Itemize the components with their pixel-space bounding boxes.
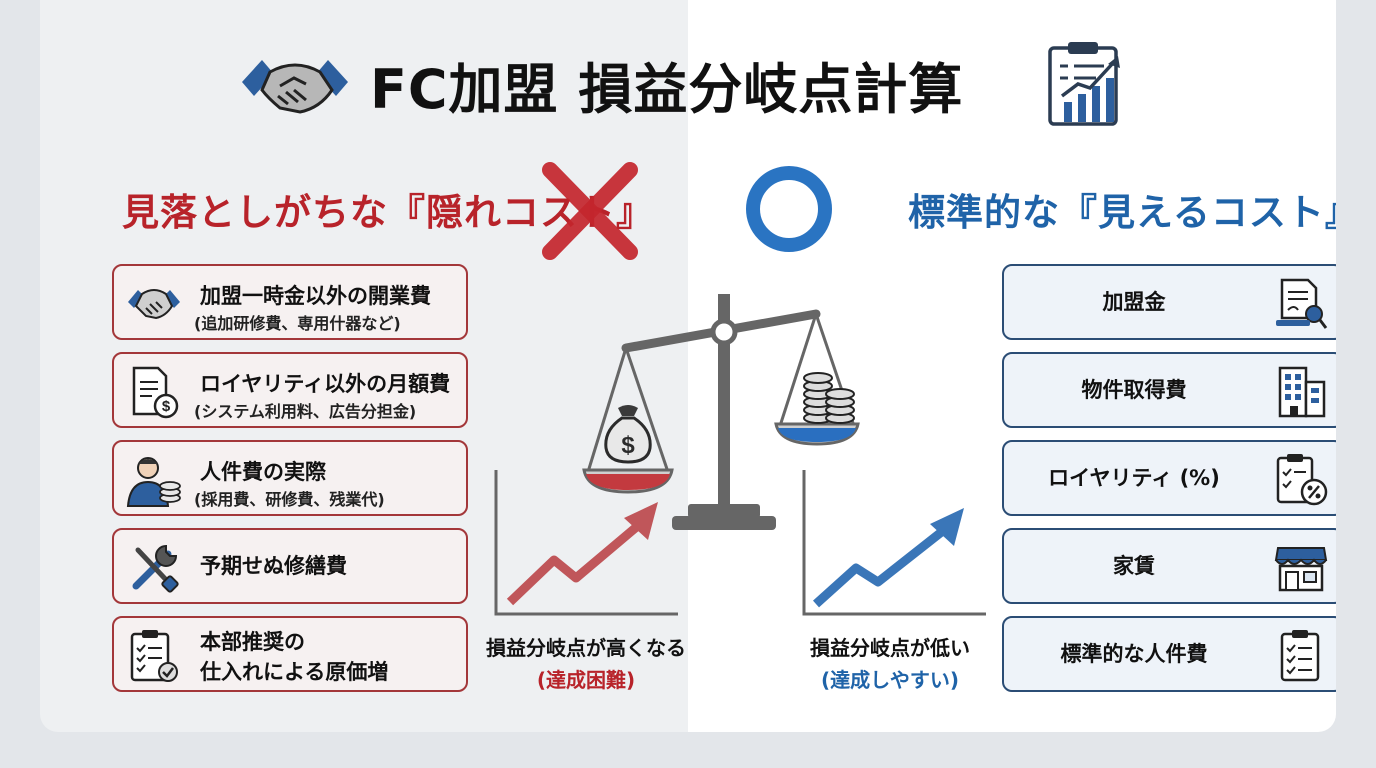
percent-clipboard-icon [1276, 454, 1328, 506]
handshake-icon [128, 289, 180, 320]
balance-scale-icon [582, 294, 860, 530]
document-dollar-icon: $ [132, 366, 179, 419]
low-breakeven-graph [802, 470, 986, 616]
item-title-second-line: 仕入れによる原価増 [200, 660, 389, 684]
visible-cost-item-standard-staff: 標準的な人件費 [1002, 616, 1336, 692]
building-icon [1278, 366, 1326, 418]
checklist-icon [1280, 630, 1320, 682]
visible-cost-item-franchise-fee: 加盟金 [1002, 264, 1336, 340]
high-breakeven-note: (達成困難) [536, 668, 636, 692]
checklist-icon [130, 630, 178, 682]
shop-icon [1274, 547, 1328, 592]
cross-mark-icon [542, 162, 638, 260]
item-label: 物件取得費 [1081, 378, 1187, 402]
visible-cost-item-rent: 家賃 [1002, 528, 1336, 604]
tools-icon [132, 544, 179, 593]
hidden-cost-item-monthly: $ ロイヤリティ以外の月額費 (システム利用料、広告分担金) [112, 352, 468, 428]
low-breakeven-note: (達成しやすい) [820, 668, 960, 692]
contract-icon [1276, 278, 1328, 329]
clipboard-chart-icon [1048, 42, 1120, 126]
hidden-cost-item-purchasing: 本部推奨の 仕入れによる原価増 [112, 616, 468, 692]
handshake-icon [242, 60, 348, 114]
item-title: 加盟一時金以外の開業費 [200, 284, 431, 308]
item-label: 標準的な人件費 [1060, 642, 1208, 666]
visible-cost-item-property: 物件取得費 [1002, 352, 1336, 428]
visible-cost-item-royalty: ロイヤリティ (%) [1002, 440, 1336, 516]
hidden-cost-item-opening: 加盟一時金以外の開業費 (追加研修費、専用什器など) [112, 264, 468, 340]
item-detail: (採用費、研修費、残業代) [194, 490, 385, 509]
item-title: 人件費の実際 [200, 460, 326, 484]
hidden-cost-item-staff: 人件費の実際 (採用費、研修費、残業代) [112, 440, 468, 516]
page-title: FC加盟 損益分岐点計算 [370, 58, 964, 121]
high-breakeven-graph [494, 470, 678, 616]
item-title: ロイヤリティ以外の月額費 [200, 372, 451, 396]
svg-text:$: $ [162, 398, 171, 415]
hidden-cost-item-repair: 予期せぬ修繕費 [112, 528, 468, 604]
low-breakeven-caption: 損益分岐点が低い [810, 636, 970, 660]
item-label: 家賃 [1113, 554, 1155, 578]
item-title: 本部推奨の [200, 630, 305, 654]
worker-icon [126, 457, 181, 507]
item-detail: (システム利用料、広告分担金) [194, 402, 417, 421]
circle-mark-icon [746, 166, 832, 252]
money-bag-icon: $ [604, 405, 652, 464]
item-detail: (追加研修費、専用什器など) [194, 314, 401, 333]
visible-cost-heading: 標準的な『見えるコスト』 [908, 191, 1336, 234]
coin-stack-icon [803, 372, 855, 424]
svg-text:$: $ [621, 432, 635, 459]
item-title: 予期せぬ修繕費 [200, 554, 347, 578]
infographic-card: FC加盟 損益分岐点計算 見落としがちな『隠れコスト』 標準的な『見えるコスト』… [40, 0, 1336, 732]
item-label: ロイヤリティ (%) [1048, 466, 1220, 490]
high-breakeven-caption: 損益分岐点が高くなる [486, 636, 686, 660]
item-label: 加盟金 [1102, 290, 1166, 314]
